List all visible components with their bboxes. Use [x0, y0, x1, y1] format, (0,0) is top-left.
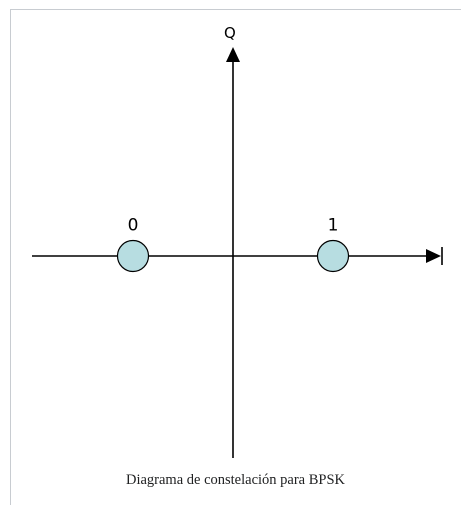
- quadrature-axis-label: Q: [224, 24, 236, 42]
- figure-border: [10, 9, 461, 505]
- in-phase-axis-arrow-icon: [426, 249, 441, 263]
- constellation-point-label-0: 0: [128, 216, 139, 236]
- constellation-point-0: [116, 239, 150, 273]
- in-phase-axis-label: I: [446, 248, 450, 266]
- constellation-point-label-1: 1: [328, 216, 339, 236]
- quadrature-axis-arrow-icon: [226, 47, 240, 62]
- figure-caption: Diagrama de constelación para BPSK: [125, 472, 346, 488]
- constellation-point-1: [316, 239, 350, 273]
